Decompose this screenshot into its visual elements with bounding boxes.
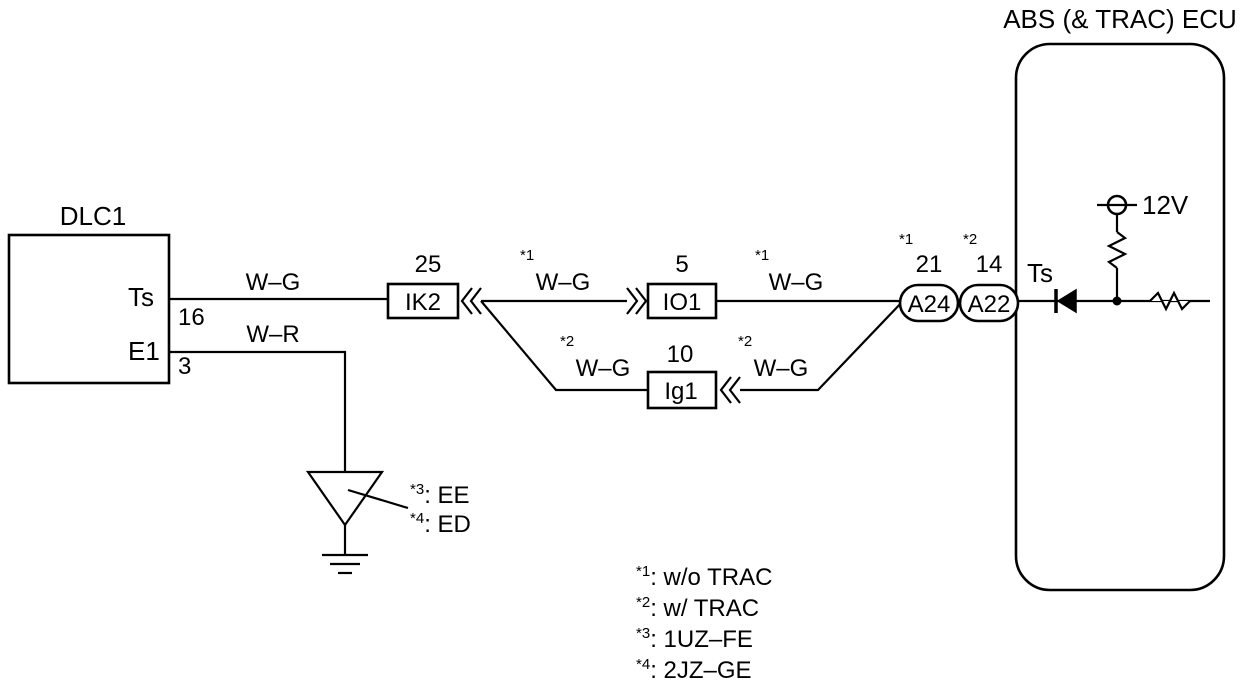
ground-ee-label: *3: EE [410,481,470,509]
legend-item-1: *1: w/o TRAC [636,563,772,591]
ground-leader-line [347,488,409,510]
ground-ed-label: *4: ED [410,510,471,538]
dlc1-pin-ts: Ts [128,282,154,312]
wire-ig1-to-a24 [740,300,904,392]
a22-label: A22 [968,291,1011,318]
ecu-box [1014,42,1226,592]
wire-label-wr: W–R [246,321,299,348]
ik2-label: IK2 [405,289,441,316]
wire-note-lower-right: *2 [738,333,752,350]
a22-note: *2 [963,231,977,248]
ground-triangle-icon [305,470,385,527]
ik2-connector [386,282,460,320]
a24-connector [898,283,960,323]
dlc1-box [7,233,171,385]
wire-label-wg-upper-right: W–G [769,269,824,296]
pullup-resistor-icon [1106,231,1128,269]
wire-note-upper-right: *1 [755,247,769,264]
diode-icon [1056,288,1077,314]
legend-item-3: *3: 1UZ–FE [636,625,753,653]
ik2-terminal-icon-1 [460,287,473,315]
legend-item-2: *2: w/ TRAC [636,594,759,622]
io1-label: IO1 [663,289,702,316]
io1-terminal-icon-2 [635,287,648,315]
dlc1-pin-ts-number: 16 [178,304,205,331]
supply-12v-label: 12V [1142,190,1189,220]
dlc1-pin-e1-number: 3 [178,353,191,380]
dlc1-pin-e1: E1 [128,336,160,366]
wire-label-wg-left: W–G [246,269,301,296]
wire-e1-to-ground [169,350,347,472]
dlc1-title: DLC1 [60,201,126,231]
ground-ed-text: : ED [424,511,471,538]
wire-label-wg-lower-left: W–G [576,355,631,382]
wire-ik2-to-ig1 [480,300,648,392]
ground-ee-text: : EE [424,482,469,509]
ground-ee-note: *3 [410,481,424,498]
wire-note-lower-left: *2 [560,333,574,350]
a24-pin-number: 21 [916,251,943,278]
ig1-pin-number: 10 [667,341,694,368]
ig1-terminal-icon-1 [719,376,732,404]
a24-note: *1 [899,231,913,248]
ik2-pin-number: 25 [415,251,442,278]
legend-item-4: *4: 2JZ–GE [636,656,752,684]
ik2-terminal-icon-2 [469,287,482,315]
ig1-label: Ig1 [664,378,697,405]
a24-label: A24 [908,291,951,318]
legend: *1: w/o TRAC *2: w/ TRAC *3: 1UZ–FE *4: … [636,563,772,684]
series-resistor-icon [1149,290,1191,312]
io1-terminal-icon-1 [626,287,639,315]
a22-pin-number: 14 [976,251,1003,278]
ecu-pin-ts: Ts [1027,258,1053,288]
io1-pin-number: 5 [675,251,688,278]
wire-label-wg-upper-left: W–G [536,269,591,296]
wire-note-upper-left: *1 [520,247,534,264]
ground-ed-note: *4 [410,510,424,527]
ig1-connector [646,370,718,410]
ig1-terminal-icon-2 [728,376,741,404]
a22-connector [958,283,1020,323]
wire-label-wg-lower-right: W–G [754,355,809,382]
ecu-title: ABS (& TRAC) ECU [1003,4,1237,34]
